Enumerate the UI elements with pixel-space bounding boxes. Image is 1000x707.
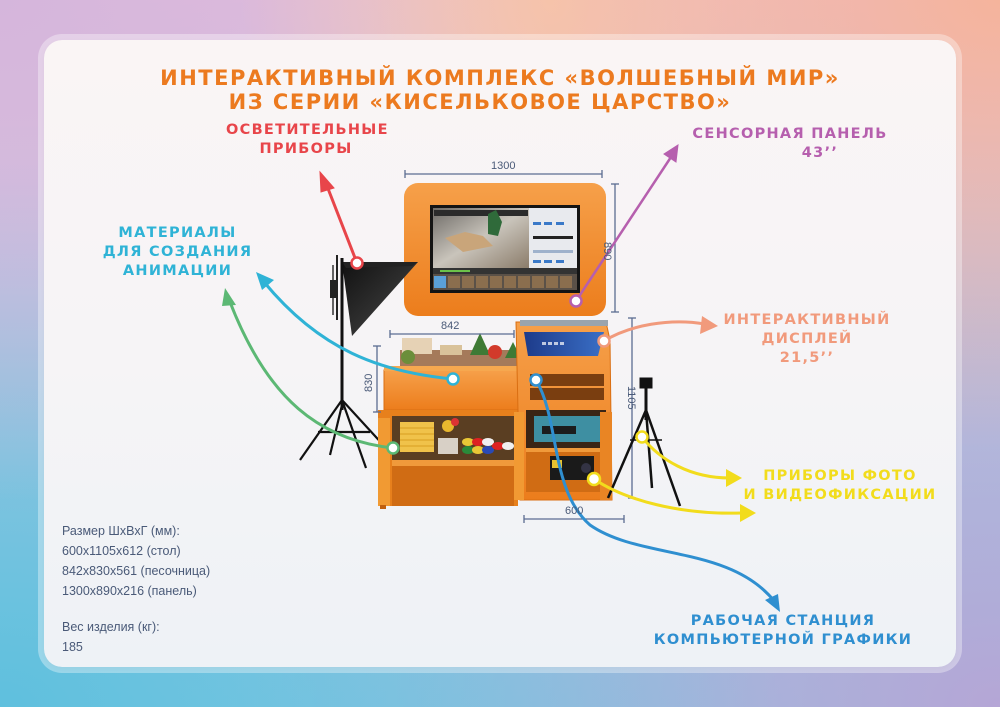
dimension-label-desk-width: 600 [565, 505, 584, 517]
dimension-label-panel-width: 1300 [491, 160, 516, 172]
dimension-line-panel-width [404, 170, 603, 178]
dimension-line-sandbox-height [373, 345, 381, 413]
materials-arrow-green [222, 288, 400, 455]
dimension-line-desk-width [523, 515, 625, 523]
callout-materials-line3: АНИМАЦИИ [122, 263, 233, 279]
callout-materials: МАТЕРИАЛЫ ДЛЯ СОЗДАНИЯ АНИМАЦИИ [95, 224, 260, 281]
sandbox-table-illustration [378, 333, 521, 509]
dimension-line-sandbox-width [389, 330, 515, 338]
callout-photo-video-line1: ПРИБОРЫ ФОТО [763, 468, 917, 484]
photo-video-arrows [586, 430, 756, 522]
dimension-label-sandbox-width: 842 [441, 320, 460, 332]
page-title-line1: ИНТЕРАКТИВНЫЙ КОМПЛЕКС «ВОЛШЕБНЫЙ МИР» [160, 66, 840, 90]
callout-workstation: РАБОЧАЯ СТАНЦИЯ КОМПЬЮТЕРНОЙ ГРАФИКИ [648, 612, 918, 650]
lighting-arrow [319, 170, 364, 270]
callout-touch-panel-line1: СЕНСОРНАЯ ПАНЕЛЬ [692, 126, 888, 142]
callout-interactive-display-line3: 21,5’’ [779, 350, 835, 366]
page-title-line2: ИЗ СЕРИИ «КИСЕЛЬКОВОЕ ЦАРСТВО» [228, 90, 732, 114]
callout-lighting-line1: ОСВЕТИТЕЛЬНЫЕ [226, 122, 389, 138]
specs-size-table: 600х1105х612 (стол) [62, 544, 181, 558]
specs-block: Размер ШхВхГ (мм): 600х1105х612 (стол) 8… [62, 521, 210, 657]
dimension-label-panel-height: 890 [601, 242, 613, 261]
callout-photo-video: ПРИБОРЫ ФОТО И ВИДЕОФИКСАЦИИ [740, 467, 940, 505]
callout-photo-video-line2: И ВИДЕОФИКСАЦИИ [743, 487, 937, 503]
touch-panel-illustration [404, 183, 606, 316]
callout-workstation-line2: КОМПЬЮТЕРНОЙ ГРАФИКИ [653, 632, 913, 648]
touch-panel-arrow [569, 144, 679, 308]
dimension-line-panel-height [611, 183, 619, 313]
callout-touch-panel-line2: 43’’ [801, 145, 839, 161]
callout-lighting: ОСВЕТИТЕЛЬНЫЕ ПРИБОРЫ [226, 121, 389, 159]
callout-interactive-display-line1: ИНТЕРАКТИВНЫЙ [723, 312, 891, 328]
specs-size-panel: 1300х890х216 (панель) [62, 584, 197, 598]
callout-touch-panel: СЕНСОРНАЯ ПАНЕЛЬ 43’’ [690, 125, 890, 163]
callout-lighting-line2: ПРИБОРЫ [259, 141, 353, 157]
interactive-display-arrow [597, 316, 718, 348]
computer-desk-illustration [514, 320, 613, 501]
callout-interactive-display: ИНТЕРАКТИВНЫЙ ДИСПЛЕЙ 21,5’’ [722, 311, 892, 368]
callout-materials-line1: МАТЕРИАЛЫ [118, 225, 237, 241]
materials-arrow-cyan [256, 272, 460, 386]
specs-weight-label: Вес изделия (кг): [62, 620, 160, 634]
specs-size-sandbox: 842х830х561 (песочница) [62, 564, 211, 578]
dimension-label-sandbox-height: 830 [363, 373, 375, 392]
callout-materials-line2: ДЛЯ СОЗДАНИЯ [102, 244, 253, 260]
workstation-arrow [529, 373, 780, 612]
specs-weight-value: 185 [62, 640, 83, 654]
callout-interactive-display-line2: ДИСПЛЕЙ [761, 331, 853, 347]
dimension-label-desk-height: 1105 [625, 386, 637, 410]
callout-workstation-line1: РАБОЧАЯ СТАНЦИЯ [690, 613, 876, 629]
specs-size-label: Размер ШхВхГ (мм): [62, 524, 180, 538]
